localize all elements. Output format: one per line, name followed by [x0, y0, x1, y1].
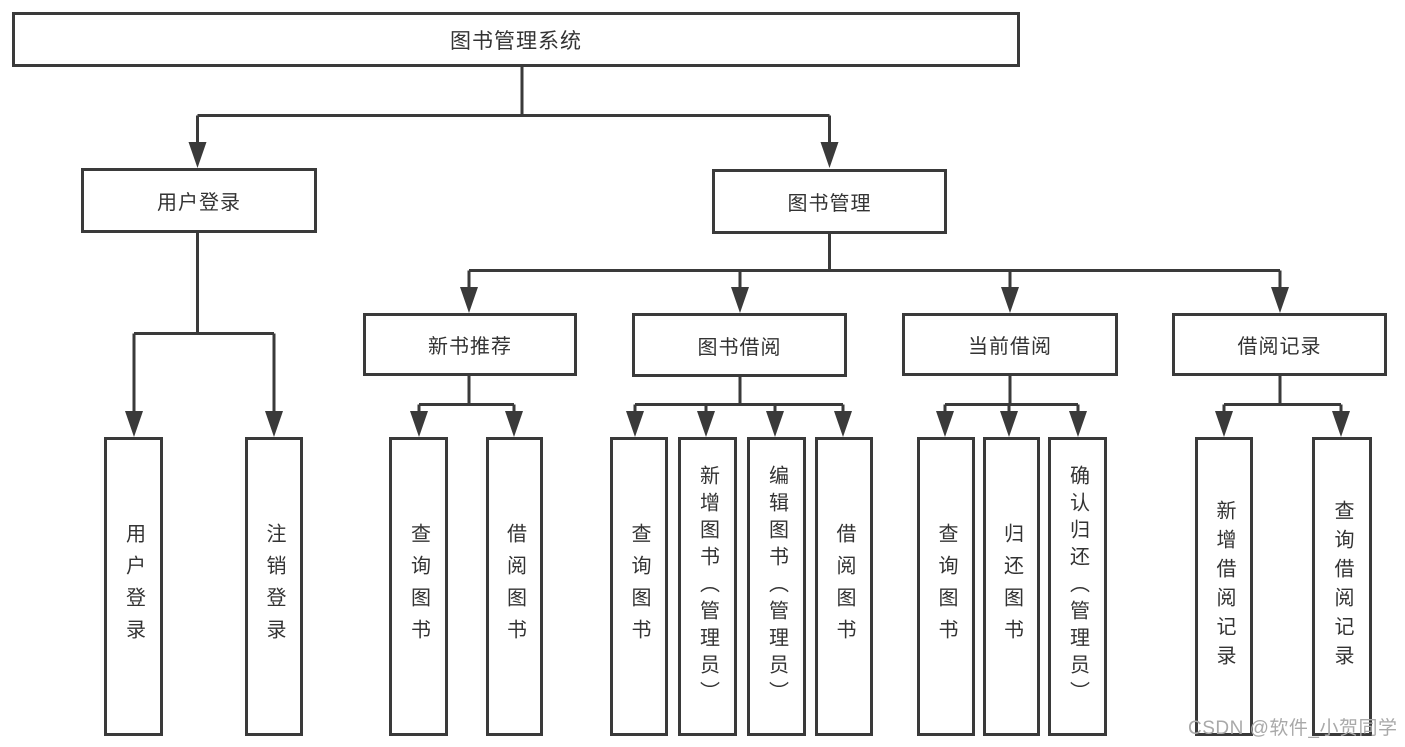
leaf-add-borrow-record: 新增借阅记录: [1195, 437, 1253, 736]
leaf-borrow-books-recommend: 借阅图书: [486, 437, 543, 736]
node-current-borrowing: 当前借阅: [902, 313, 1118, 376]
node-label: 图书管理系统: [450, 29, 582, 53]
node-label: 用户登录: [157, 192, 241, 214]
leaf-user-login: 用户登录: [104, 437, 163, 736]
leaf-label: 查询借阅记录: [1331, 499, 1353, 674]
node-user-login: 用户登录: [81, 168, 317, 233]
leaf-label: 新增借阅记录: [1213, 499, 1235, 674]
node-book-borrowing: 图书借阅: [632, 313, 847, 377]
leaf-label: 归还图书: [1000, 522, 1023, 651]
leaf-label: 新增图书（管理员）: [696, 465, 719, 708]
leaf-label: 借阅图书: [833, 522, 855, 651]
node-label: 新书推荐: [428, 336, 512, 358]
node-new-book-recommend: 新书推荐: [363, 313, 577, 376]
leaf-query-borrow-record: 查询借阅记录: [1312, 437, 1372, 736]
node-label: 图书管理: [787, 193, 872, 215]
leaf-label: 查询图书: [935, 522, 957, 651]
leaf-borrow-books-borrowing: 借阅图书: [815, 437, 873, 736]
leaf-return-book: 归还图书: [983, 437, 1040, 736]
node-book-management: 图书管理: [712, 169, 947, 234]
leaf-label: 用户登录: [122, 522, 145, 651]
leaf-label: 查询图书: [407, 522, 430, 651]
leaf-label: 编辑图书（管理员）: [765, 465, 788, 708]
connector-lines: [132, 67, 1343, 414]
node-label: 图书借阅: [697, 336, 782, 359]
leaf-label: 查询图书: [628, 522, 650, 651]
node-library-management-system: 图书管理系统: [12, 12, 1020, 67]
leaf-query-books-recommend: 查询图书: [389, 437, 448, 736]
leaf-query-books-current: 查询图书: [917, 437, 975, 736]
node-label: 借阅记录: [1237, 336, 1322, 358]
node-label: 当前借阅: [968, 336, 1052, 358]
leaf-confirm-return-admin: 确认归还（管理员）: [1048, 437, 1107, 736]
leaf-add-book-admin: 新增图书（管理员）: [678, 437, 737, 736]
leaf-label: 确认归还（管理员）: [1066, 465, 1089, 708]
leaf-label: 注销登录: [263, 522, 285, 651]
watermark: CSDN @软件_小贺同学: [1188, 718, 1398, 739]
node-borrowing-records: 借阅记录: [1172, 313, 1387, 376]
leaf-logout: 注销登录: [245, 437, 303, 736]
leaf-label: 借阅图书: [503, 522, 526, 651]
leaf-edit-book-admin: 编辑图书（管理员）: [747, 437, 806, 736]
leaf-query-books-borrowing: 查询图书: [610, 437, 668, 736]
arrow-down-icons: [125, 142, 1350, 437]
